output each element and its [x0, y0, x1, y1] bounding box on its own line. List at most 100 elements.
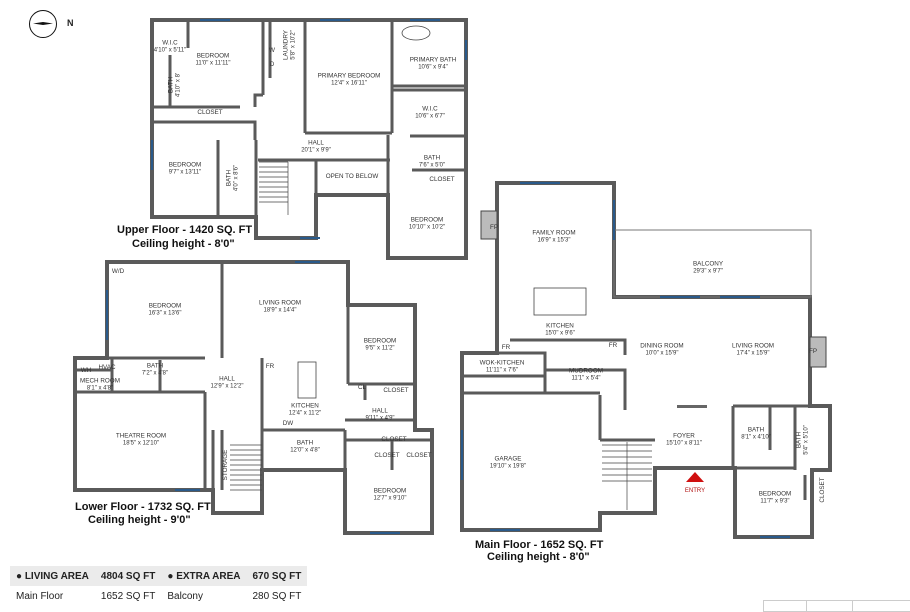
room-name: FOYER [673, 432, 695, 440]
room-dimensions: 4'0" x 8'6" [233, 164, 239, 192]
room-name: GARAGE [494, 455, 522, 463]
room-name: CLOSET [374, 451, 400, 459]
room-name: OPEN TO BELOW [325, 172, 379, 180]
room-dimensions: 16'9" x 15'3" [537, 237, 571, 243]
room-dimensions: 12'4" x 16'11" [331, 80, 367, 86]
room-dimensions: 11'0" x 11'11" [195, 60, 231, 66]
area-summary-table: ● LIVING AREA 4804 SQ FT ● EXTRA AREA 67… [10, 566, 308, 606]
extra-area-name: Balcony [167, 590, 203, 602]
lower-floor-room-label: FR [265, 362, 275, 371]
room-dimensions: 8'1" x 4'10" [741, 434, 771, 440]
lower-floor-ceiling: Ceiling height - 9'0" [88, 514, 191, 526]
room-name: CLOSET [406, 451, 432, 459]
room-name: CLOSET [381, 435, 407, 443]
entry-label: ENTRY [684, 487, 706, 494]
room-name: MUDROOM [569, 367, 603, 375]
lower-floor-room-label: HVAC [98, 363, 116, 372]
room-dimensions: 5'8" x 10'2" [290, 30, 296, 60]
room-name: FR [265, 362, 275, 370]
interior-walls [75, 20, 810, 533]
room-name: LIVING ROOM [732, 342, 774, 350]
room-name: BATH [146, 362, 164, 370]
room-dimensions: 11'7" x 9'3" [760, 498, 790, 504]
lower-floor-room-label: W/D [112, 268, 124, 276]
stairs [230, 161, 652, 510]
room-dimensions: 5'4" x 5'10" [803, 425, 809, 455]
compass-needle-icon [33, 22, 53, 25]
room-name: BEDROOM [196, 52, 230, 60]
footer-box [852, 600, 910, 612]
room-name: BATH [423, 154, 441, 162]
room-name: BEDROOM [168, 161, 202, 169]
room-name: BEDROOM [410, 216, 444, 224]
room-name: LIVING ROOM [259, 299, 301, 307]
room-name: HALL [308, 139, 324, 147]
lower-floor-caption: Lower Floor - 1732 SQ. FT [75, 501, 211, 513]
room-name: PRIMARY BATH [409, 56, 457, 64]
lower-floor-room-label: CLOSET [381, 435, 407, 444]
room-name: MECH ROOM [80, 377, 120, 385]
room-name: WH [80, 366, 92, 374]
main-floor-room-label: FR [609, 342, 617, 350]
room-name: CLOSET [383, 386, 409, 394]
room-dimensions: 12'9" x 12'2" [210, 383, 244, 389]
room-name: CLOSET [197, 108, 223, 116]
room-name: CLOSET [429, 175, 455, 183]
room-dimensions: 12'7" x 9'10" [373, 495, 407, 501]
upper-floor-room-label: OPEN TO BELOW [325, 172, 379, 181]
area-row: Main Floor 1652 SQ FT Balcony 280 SQ FT [10, 586, 307, 606]
room-name: BALCONY [692, 260, 724, 268]
living-area-header-text: LIVING AREA [24, 570, 89, 582]
area-header-row: ● LIVING AREA 4804 SQ FT ● EXTRA AREA 67… [10, 566, 308, 586]
room-name: BATH [747, 426, 765, 434]
room-dimensions: 10'10" x 10'2" [408, 224, 446, 230]
room-dimensions: 10'6" x 9'4" [418, 64, 448, 70]
room-name: CLOSET [818, 477, 826, 503]
upper-floor-room-label: W [269, 47, 275, 55]
room-name: KITCHEN [546, 322, 574, 330]
balcony-outline [613, 229, 812, 298]
room-dimensions: 8'1" x 4'8" [86, 385, 114, 391]
lower-floor-room-label: CL [358, 384, 366, 392]
room-dimensions: 7'6" x 5'0" [418, 162, 446, 168]
room-name: DW [282, 419, 294, 427]
room-dimensions: 29'3" x 9'7" [693, 268, 723, 274]
room-dimensions: 10'0" x 15'9" [645, 350, 679, 356]
upper-floor-room-label: CLOSET [429, 175, 455, 184]
room-dimensions: 17'4" x 15'9" [736, 350, 770, 356]
extra-area-header-text: EXTRA AREA [176, 570, 241, 582]
windows [106, 19, 790, 538]
room-name: BEDROOM [758, 490, 792, 498]
room-dimensions: 19'10" x 19'8" [489, 463, 527, 469]
room-dimensions: 4'10" x 8' [175, 72, 181, 98]
half-wall [677, 405, 707, 408]
room-name: STORAGE [221, 449, 229, 481]
room-name: HVAC [98, 363, 116, 371]
upper-floor-caption: Upper Floor - 1420 SQ. FT [117, 224, 253, 236]
upper-floor-ceiling: Ceiling height - 8'0" [132, 238, 235, 250]
lower-floor-room-label: CLOSET [406, 451, 432, 460]
footer-box [806, 600, 853, 612]
compass-icon [29, 10, 57, 38]
